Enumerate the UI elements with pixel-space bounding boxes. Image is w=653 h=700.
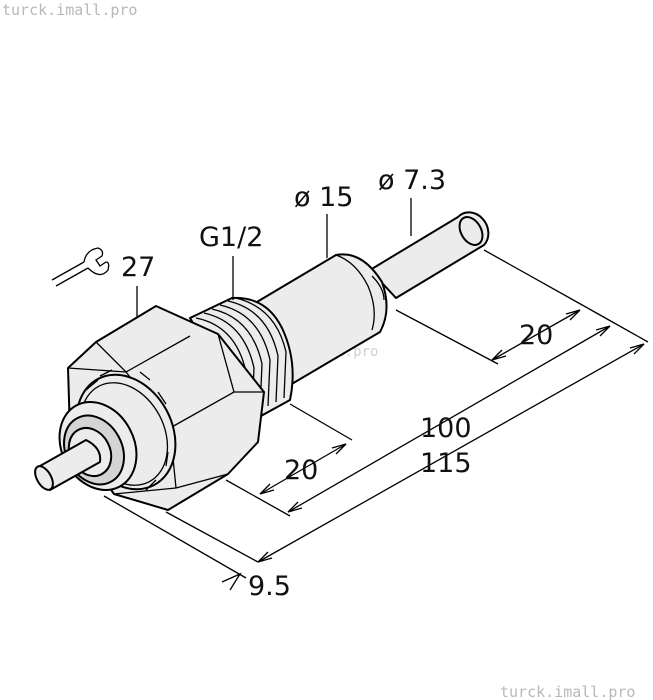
label-tip-diameter: ø 7.3 <box>378 165 446 196</box>
probe-tip <box>369 211 490 299</box>
label-nut-offset: 9.5 <box>248 571 291 602</box>
label-thread-length: 20 <box>284 455 318 486</box>
watermark-bottom-right: turck.imall.pro <box>500 683 635 700</box>
cable <box>34 439 102 491</box>
label-body-diameter: ø 15 <box>294 182 353 213</box>
dim-thread-length <box>225 403 353 517</box>
watermark-top-left: turck.imall.pro <box>2 1 137 19</box>
dim-nut-offset <box>103 495 259 591</box>
label-wrench-size: 27 <box>121 252 155 283</box>
wrench-icon <box>51 247 110 287</box>
dim-tip-length <box>395 249 585 365</box>
label-thread: G1/2 <box>199 222 263 253</box>
label-probe-length: 100 <box>420 413 472 444</box>
dim-total-length <box>257 323 649 563</box>
label-tip-length: 20 <box>519 320 553 351</box>
label-total-length: 115 <box>420 448 472 479</box>
dim-probe-length <box>287 305 617 513</box>
sensor-body <box>34 211 490 511</box>
